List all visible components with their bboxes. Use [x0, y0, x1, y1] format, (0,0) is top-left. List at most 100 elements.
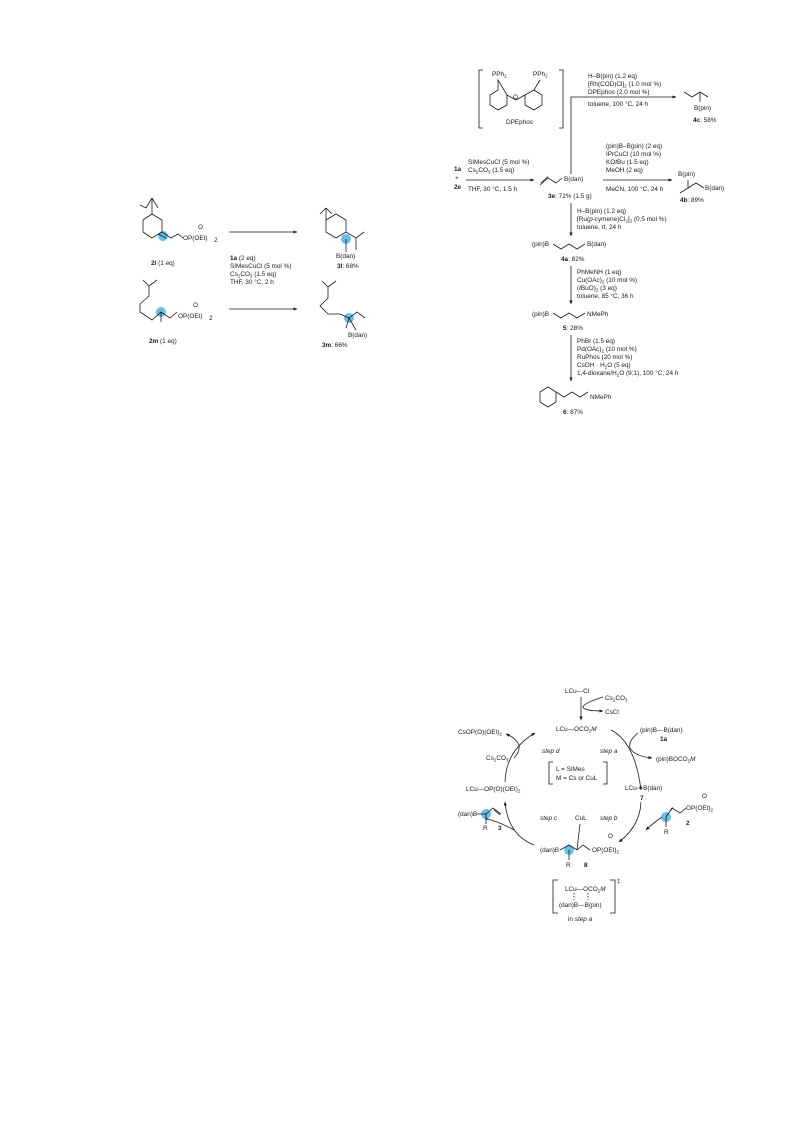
- cu-phosphate: LCu—OP(O)(OEt)2: [466, 786, 521, 794]
- label-2: 2: [686, 820, 690, 827]
- sub-2: 2: [209, 315, 213, 322]
- o-atom: O: [608, 833, 613, 840]
- label-7: 7: [640, 795, 644, 802]
- step-d: step d: [542, 748, 560, 755]
- cond-6-2: Pd(OAc)2 (10 mol %): [577, 346, 637, 354]
- p4b-group-2: B(dan): [705, 185, 724, 192]
- structure-4a: (pin)B B(dan) 4a: 82%: [532, 241, 606, 263]
- p2-group: B(dan): [348, 332, 367, 339]
- sm1-group: OP(OEt): [183, 235, 208, 242]
- arc-step-d: [504, 732, 536, 783]
- cond-main-1: SIMesCuCl (5 mol %): [468, 159, 529, 166]
- legend-m: M = Cs or CuL: [556, 775, 598, 782]
- step-b: step b: [600, 815, 618, 822]
- o-atom: O: [193, 302, 198, 309]
- cond-line-3: Cs2CO3 (1.5 eq): [230, 271, 276, 279]
- ts-dagger: ‡: [617, 878, 621, 885]
- label-8: 8: [584, 862, 588, 869]
- cond-main-2: Cs2CO3 (1.5 eq): [468, 167, 514, 175]
- sm1-caption: 2l (1 eq): [151, 260, 175, 267]
- transition-state: ‡ LCu—OCO2M (dan)B—B(pin) in step a: [552, 878, 621, 923]
- diboron-reagent: (pin)B—B(dan): [640, 727, 683, 734]
- o-atom: O: [513, 94, 518, 101]
- structure-6: NMePh 6: 87%: [539, 386, 612, 416]
- cond-6: PhBr (1.5 eq) Pd(OAc)2 (10 mol %) RuPhos…: [577, 338, 679, 378]
- cond-4b-1: (pin)B–B(pin) (2 eq): [606, 143, 662, 150]
- arrow-cs2co3-in: [582, 696, 604, 713]
- step-c: step c: [540, 815, 558, 822]
- cond-line-4: THF, 30 °C, 2 h: [230, 278, 274, 286]
- cond-4a-3: toluene, rt, 24 h: [577, 224, 622, 231]
- dpephos-box: PPh2 PPh2 O DPEphos: [478, 69, 564, 129]
- p4b-group-1: B(pin): [678, 171, 695, 178]
- p6-caption: 6: 87%: [563, 409, 583, 416]
- cond-line-2: SIMesCuCl (5 mol %): [230, 263, 291, 270]
- cond-4c-3: DPEphos (2.0 mol %): [588, 89, 649, 96]
- label-3: 3: [498, 825, 502, 832]
- r-group: R: [483, 825, 488, 832]
- int8-cul: CuL: [575, 815, 587, 822]
- left-scheme: OP(OEt) 2 O 2l (1 eq) OP(OEt) 2 O 2m (1 …: [139, 197, 367, 349]
- r-group: R: [664, 829, 669, 836]
- highlight-2l: [158, 231, 168, 241]
- ts-caption: in step a: [568, 916, 593, 923]
- cs2co3-in: Cs2CO3: [605, 695, 628, 703]
- p4b-caption: 4b: 89%: [680, 197, 704, 204]
- cond-5: PhMeNH (1 eq) Cu(OAc)2 (10 mol %) (tBuO)…: [577, 269, 637, 300]
- catalytic-cycle: LCu—Cl Cs2CO3 CsCl LCu—OCO2M (pin)B—B(da…: [458, 688, 714, 923]
- cond-4b-4: MeOH (2 eq): [606, 167, 643, 174]
- arc-step-a: [610, 729, 643, 791]
- product-b: (dan)B: [458, 811, 477, 818]
- cond-4b: (pin)B–B(pin) (2 eq) IPrCuCl (10 mol %) …: [606, 143, 664, 193]
- arc-step-c: [503, 801, 535, 846]
- cond-4c-4: toluene, 100 °C, 24 h: [588, 100, 649, 108]
- left-conditions: 1a (2 eq) SIMesCuCl (5 mol %) Cs2CO3 (1.…: [230, 255, 291, 286]
- cs2co3-d: Cs2CO3: [486, 755, 509, 763]
- int8-group: OP(OEt)2: [592, 847, 620, 855]
- p1-group: B(dan): [336, 253, 355, 260]
- start-2e: 2e: [454, 184, 462, 191]
- cond-5-4: toluene, 85 °C, 36 h: [577, 292, 634, 300]
- p4c-group: B(pin): [694, 105, 711, 112]
- arrow-to-4c: [570, 95, 677, 174]
- byproduct: (pin)BOCO2M: [656, 756, 696, 764]
- legend-l: L = SIMes: [556, 766, 585, 773]
- o-atom: O: [198, 224, 203, 231]
- cond-4a-1: H–B(pin) (1.2 eq): [577, 208, 626, 215]
- cond-5-3: (tBuO)2 (3 eq): [577, 285, 617, 293]
- p4a-left: (pin)B: [532, 241, 549, 248]
- sm2-caption: 2m (1 eq): [149, 338, 177, 345]
- structure-4c: B(pin) 4c: 58%: [683, 91, 717, 124]
- cond-4b-2: IPrCuCl (10 mol %): [606, 151, 661, 158]
- int8-b: (dan)B: [540, 847, 559, 854]
- r-group: R: [566, 862, 571, 869]
- structure-2l: OP(OEt) 2 O 2l (1 eq): [139, 197, 218, 267]
- cs-phosphate: CsOP(O)(OEt)2: [458, 729, 503, 737]
- hub-caption: 3e: 72% (1.5 g): [548, 193, 592, 200]
- p5-right: NMePh: [587, 311, 609, 318]
- cond-4a-2: [Ru(p-cymene)Cl2]2 (0.5 mol %): [577, 216, 667, 224]
- right-scheme: PPh2 PPh2 O DPEphos 1a + 2e SIMesCuCl (5…: [454, 69, 724, 416]
- ts-top: LCu—OCO2M: [565, 886, 606, 894]
- cond-6-5: 1,4-dioxane/H2O (9:1), 100 °C, 24 h: [577, 369, 679, 378]
- structure-5: (pin)B NMePh 5: 28%: [532, 311, 609, 332]
- structure-3e: B(dan) 3e: 72% (1.5 g): [539, 176, 592, 200]
- intermediate-8: CuL (dan)B R OP(OEt)2 O 8: [540, 815, 620, 869]
- cond-main: SIMesCuCl (5 mol %) Cs2CO3 (1.5 eq) THF,…: [468, 159, 529, 193]
- sm2-group: OP(OEt): [178, 313, 203, 320]
- cond-5-2: Cu(OAc)2 (10 mol %): [577, 277, 637, 285]
- structure-4b: B(pin) B(dan) 4b: 89%: [678, 171, 724, 204]
- cond-4c-2: [Rh(COD)Cl]2 (1.0 mol %): [588, 81, 661, 89]
- pph2-right: PPh2: [533, 71, 548, 79]
- ts-bottom: (dan)B—B(pin): [559, 902, 602, 909]
- arrow-cs2co3-d: [505, 733, 520, 759]
- label-1a: 1a: [660, 736, 668, 743]
- step-a: step a: [600, 748, 618, 755]
- cond-6-4: CsOH · H2O (5 eq): [577, 362, 631, 370]
- cond-line-1: 1a (2 eq): [230, 255, 256, 262]
- cond-4c-1: H–B(pin) (1.2 eq): [588, 73, 637, 80]
- cu-carbonate: LCu—OCO2M: [556, 726, 597, 734]
- p4c-caption: 4c: 58%: [693, 117, 717, 124]
- structure-3m: B(dan) 3m: 66%: [319, 280, 367, 349]
